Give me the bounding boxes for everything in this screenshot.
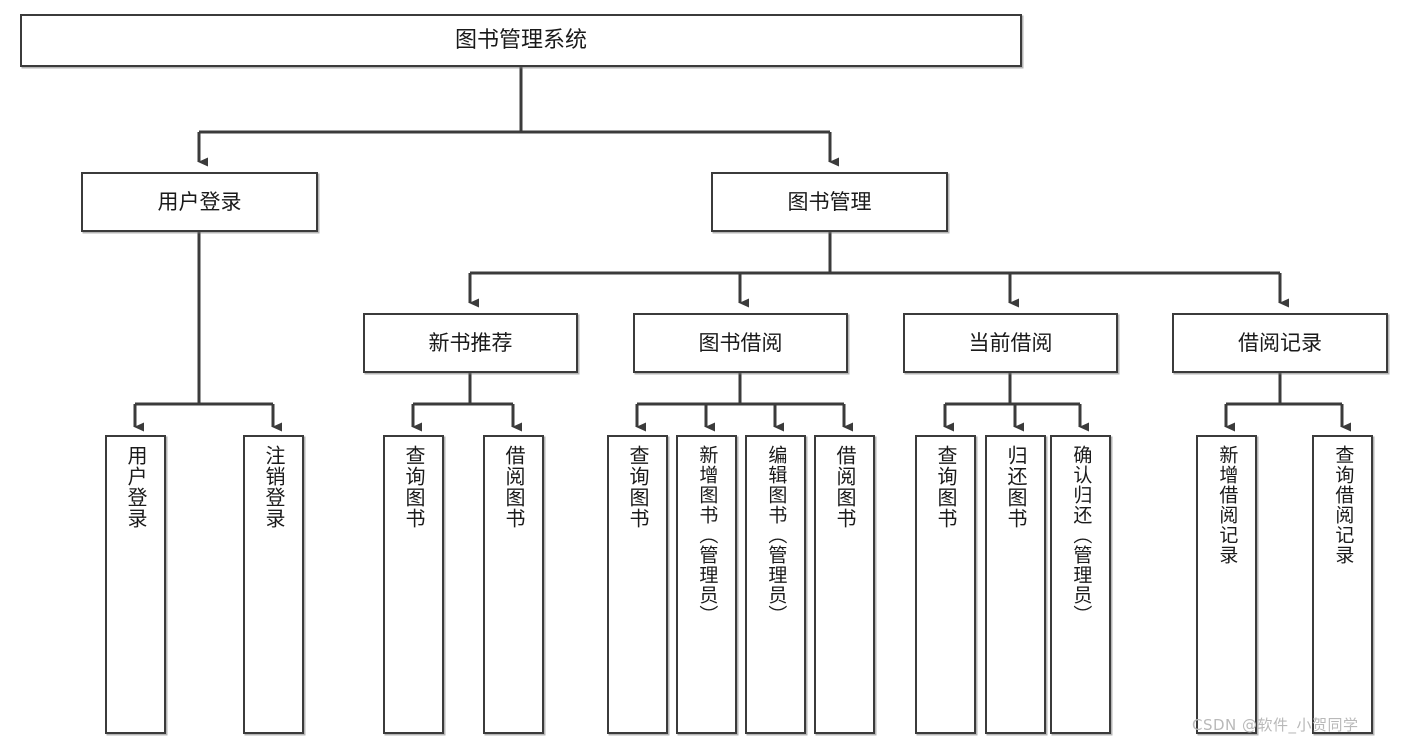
node-label: 当前借阅 bbox=[968, 330, 1053, 355]
node-label: 图书管理 bbox=[787, 189, 872, 214]
leaf-user-login-login[interactable]: 用户登录 bbox=[105, 435, 166, 734]
leaf-new-book-query[interactable]: 查询图书 bbox=[383, 435, 444, 734]
node-label: 新书推荐 bbox=[428, 330, 513, 355]
node-label: 图书借阅 bbox=[698, 330, 783, 355]
node-current-borrow[interactable]: 当前借阅 bbox=[903, 313, 1118, 373]
node-book-management[interactable]: 图书管理 bbox=[711, 172, 948, 232]
node-label: 借阅记录 bbox=[1238, 330, 1322, 355]
node-label: 归还图书 bbox=[1004, 445, 1028, 529]
node-new-book-recommend[interactable]: 新书推荐 bbox=[363, 313, 578, 373]
node-label: 借阅图书 bbox=[833, 445, 857, 529]
leaf-book-borrow-borrow[interactable]: 借阅图书 bbox=[814, 435, 875, 734]
node-label: 查询图书 bbox=[402, 445, 426, 529]
node-label: 确认归还（管理员） bbox=[1070, 445, 1093, 625]
csdn-watermark: CSDN @软件_小贺同学 bbox=[1192, 716, 1359, 734]
node-label: 新增图书（管理员） bbox=[696, 445, 719, 625]
node-user-login[interactable]: 用户登录 bbox=[81, 172, 318, 232]
node-borrow-record[interactable]: 借阅记录 bbox=[1172, 313, 1388, 373]
leaf-current-borrow-query[interactable]: 查询图书 bbox=[915, 435, 976, 734]
node-label: 注销登录 bbox=[262, 445, 286, 529]
leaf-book-borrow-edit[interactable]: 编辑图书（管理员） bbox=[745, 435, 806, 734]
leaf-current-borrow-return[interactable]: 归还图书 bbox=[985, 435, 1046, 734]
node-book-borrow[interactable]: 图书借阅 bbox=[633, 313, 848, 373]
node-label: 编辑图书（管理员） bbox=[765, 445, 788, 625]
node-label: 用户登录 bbox=[157, 189, 242, 214]
node-root-book-management-system[interactable]: 图书管理系统 bbox=[20, 14, 1022, 67]
node-label: 查询借阅记录 bbox=[1332, 445, 1355, 565]
node-label: 借阅图书 bbox=[502, 445, 526, 529]
node-label: 查询图书 bbox=[934, 445, 958, 529]
node-label: 图书管理系统 bbox=[454, 27, 587, 53]
leaf-current-borrow-confirm-return[interactable]: 确认归还（管理员） bbox=[1050, 435, 1111, 734]
leaf-borrow-record-query[interactable]: 查询借阅记录 bbox=[1312, 435, 1373, 734]
leaf-borrow-record-add[interactable]: 新增借阅记录 bbox=[1196, 435, 1257, 734]
leaf-new-book-borrow[interactable]: 借阅图书 bbox=[483, 435, 544, 734]
node-label: 用户登录 bbox=[124, 445, 148, 529]
leaf-book-borrow-add[interactable]: 新增图书（管理员） bbox=[676, 435, 737, 734]
node-label: 新增借阅记录 bbox=[1216, 445, 1239, 565]
leaf-book-borrow-query[interactable]: 查询图书 bbox=[607, 435, 668, 734]
leaf-user-login-logout[interactable]: 注销登录 bbox=[243, 435, 304, 734]
node-label: 查询图书 bbox=[626, 445, 650, 529]
